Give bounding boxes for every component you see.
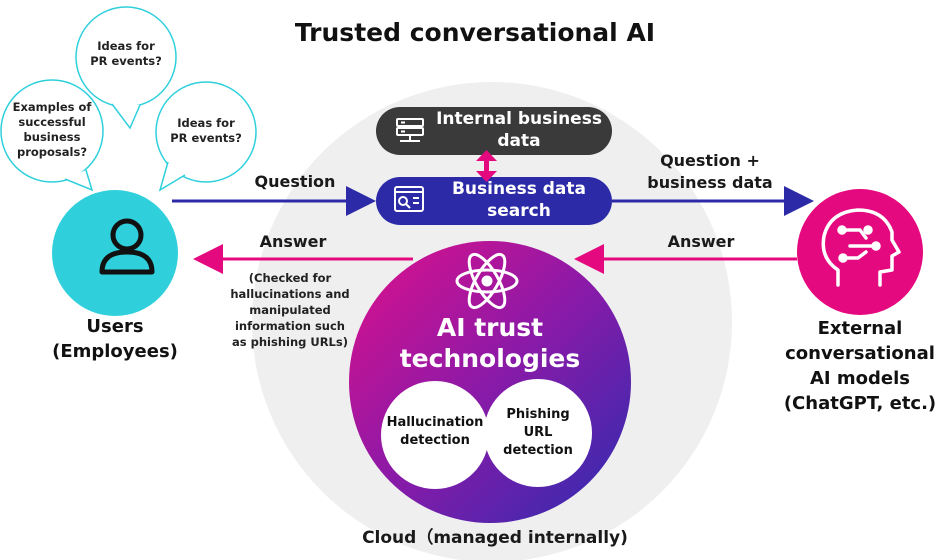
question-plus-label: Question + business data — [620, 150, 800, 194]
phishing-line: detection — [503, 443, 573, 458]
bubble-right-line: PR events? — [170, 131, 242, 145]
phishing-line: URL — [523, 425, 553, 440]
speech-bubble-left — [0, 79, 104, 183]
double-arrow-icon — [476, 150, 497, 182]
external-line: (ChatGPT, etc.) — [783, 393, 937, 414]
search-line: search — [487, 201, 551, 221]
ai-trust-title: AI trust technologies — [390, 312, 590, 374]
phishing-circle — [484, 379, 592, 487]
bubble-left-text: Examples of successful business proposal… — [2, 100, 102, 160]
diagram-title: Trusted conversational AI — [294, 18, 656, 47]
server-icon — [396, 118, 424, 142]
phishing-line: Phishing — [506, 407, 570, 422]
bubble-top-line: PR events? — [90, 54, 162, 68]
ai-brain-icon — [821, 208, 901, 287]
bubble-left-line: proposals? — [17, 145, 87, 159]
external-line: AI models — [810, 368, 910, 389]
user-icon — [99, 218, 155, 275]
bubble-right-line: Ideas for — [177, 116, 235, 130]
question-label: Question — [254, 172, 336, 191]
users-label: Users (Employees) — [40, 314, 190, 364]
users-line: Users — [86, 316, 144, 337]
hallucination-circle — [381, 381, 489, 489]
hallucination-line: detection — [400, 433, 470, 448]
note-line: hallucinations and — [230, 287, 350, 301]
bubble-left-line: successful — [18, 115, 86, 129]
verification-note: (Checked for hallucinations and manipula… — [205, 270, 375, 350]
external-line: conversational — [785, 343, 935, 364]
internal-data-label: Internal business data — [424, 108, 614, 152]
answer-left-label: Answer — [259, 232, 327, 251]
atom-icon — [455, 252, 519, 310]
ai-trust-line: AI trust — [436, 313, 544, 342]
external-ai-label: External conversational AI models (ChatG… — [770, 316, 950, 416]
users-line: (Employees) — [52, 341, 178, 362]
search-label: Business data search — [424, 178, 614, 222]
hallucination-label: Hallucination detection — [381, 414, 489, 450]
answer-right-label: Answer — [667, 232, 735, 251]
question-plus-line: Question + — [660, 151, 760, 170]
phishing-label: Phishing URL detection — [484, 406, 592, 460]
bubble-right-text: Ideas for PR events? — [156, 116, 256, 146]
note-line: as phishing URLs) — [232, 335, 348, 349]
bubble-left-line: business — [23, 130, 81, 144]
bubble-top-text: Ideas for PR events? — [76, 39, 176, 69]
speech-bubble-right-tail — [158, 161, 186, 192]
note-line: manipulated — [249, 303, 331, 317]
internal-data-pill — [376, 107, 612, 155]
search-line: Business data — [451, 179, 587, 199]
speech-bubble-top-tail — [111, 103, 141, 130]
speech-bubble-left-tail — [64, 169, 94, 192]
internal-data-line: Internal business — [436, 109, 602, 129]
note-line: (Checked for — [248, 271, 332, 285]
question-plus-line: business data — [647, 173, 773, 192]
note-line: information such — [234, 319, 345, 333]
external-ai-circle — [797, 189, 923, 315]
internal-data-line: data — [497, 131, 541, 151]
search-dashboard-icon — [394, 186, 424, 212]
bubble-left-line: Examples of — [12, 100, 92, 114]
speech-bubble-right — [155, 81, 257, 183]
cloud-label: Cloud（managed internally) — [362, 528, 628, 548]
external-line: External — [817, 318, 903, 339]
hallucination-line: Hallucination — [386, 415, 484, 430]
bubble-top-line: Ideas for — [97, 39, 155, 53]
ai-trust-line: technologies — [399, 344, 581, 373]
search-pill — [376, 177, 612, 225]
